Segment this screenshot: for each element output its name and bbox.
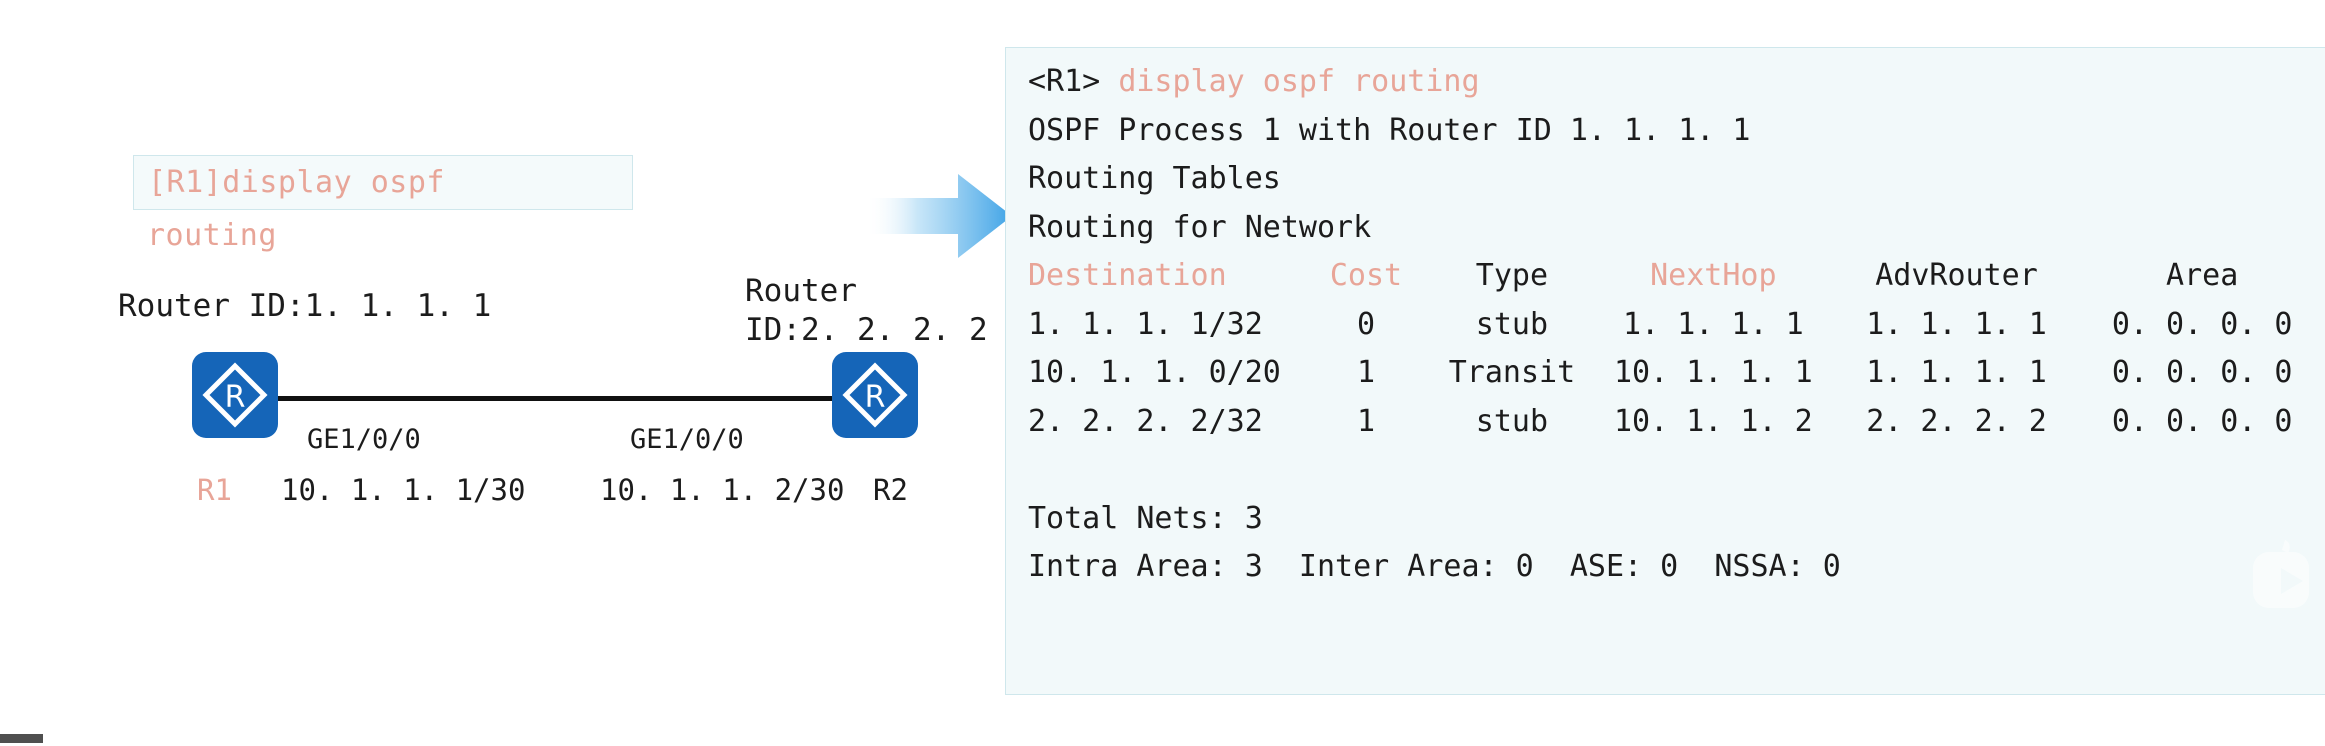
cell-cost: 1 (1356, 355, 1376, 390)
cell-type: stub (1475, 403, 1549, 439)
router-icon-r2: R (832, 352, 918, 438)
right-node-ip: 10. 1. 1. 2/30 (600, 473, 845, 507)
cell-advrouter: 1. 1. 1. 1 (1866, 355, 2047, 390)
cell-advrouter: 1. 1. 1. 1 (1866, 306, 2047, 342)
svg-text:R: R (225, 380, 246, 415)
svg-text:R: R (865, 380, 886, 415)
left-router-id-label: Router ID:1. 1. 1. 1 (118, 288, 492, 324)
right-router-id-line1: Router (745, 273, 857, 309)
table-row: 2. 2. 2. 2/32 1 stub 10. 1. 1. 2 2. 2. 2… (1028, 398, 2325, 447)
cell-advrouter: 2. 2. 2. 2 (1866, 403, 2047, 439)
header-cost: Cost (1329, 258, 1403, 293)
cell-destination: 10. 1. 1. 0/20 (1028, 355, 1281, 390)
cell-cost: 1 (1356, 403, 1376, 439)
right-arrow-icon (866, 168, 1014, 264)
header-type: Type (1475, 258, 1549, 293)
cell-destination: 2. 2. 2. 2/32 (1028, 403, 1263, 439)
terminal-output-panel: <R1> display ospf routing OSPF Process 1… (1005, 47, 2325, 695)
cell-area: 0. 0. 0. 0 (2111, 355, 2293, 390)
right-interface-label: GE1/0/0 (630, 424, 744, 455)
bottom-left-artifact-bar (0, 734, 43, 743)
routing-table-header: Destination Cost Type NextHop AdvRouter … (1028, 252, 2325, 301)
terminal-line-process: OSPF Process 1 with Router ID 1. 1. 1. 1 (1028, 112, 1751, 148)
terminal-line-routing-for-network: Routing for Network (1028, 209, 1372, 245)
command-callout-text: [R1]display ospf (148, 165, 445, 200)
right-router-id-label: Router ID:2. 2. 2. 2 (745, 272, 988, 350)
terminal-text-body: <R1> display ospf routing OSPF Process 1… (1028, 58, 2325, 694)
header-destination: Destination (1028, 258, 1227, 293)
header-area: Area (2166, 258, 2239, 293)
watermark-icon (2241, 536, 2315, 616)
command-callout-box: [R1]display ospf (133, 155, 633, 210)
cell-nexthop: 10. 1. 1. 2 (1614, 403, 1813, 439)
table-row: 10. 1. 1. 0/20 1 Transit 10. 1. 1. 1 1. … (1028, 349, 2325, 398)
table-row: 1. 1. 1. 1/32 0 stub 1. 1. 1. 1 1. 1. 1.… (1028, 301, 2325, 350)
terminal-blank-line (1028, 446, 2325, 495)
terminal-command-line: <R1> display ospf routing (1028, 58, 2325, 107)
terminal-total-nets: Total Nets: 3 (1028, 500, 1263, 536)
right-node-name: R2 (873, 473, 908, 507)
terminal-prompt: <R1> (1028, 64, 1101, 99)
right-router-id-line2: ID:2. 2. 2. 2 (745, 311, 988, 348)
cell-nexthop: 1. 1. 1. 1 (1623, 306, 1804, 342)
left-node-name: R1 (197, 473, 232, 507)
cell-nexthop: 10. 1. 1. 1 (1614, 355, 1813, 390)
left-node-ip: 10. 1. 1. 1/30 (281, 473, 526, 507)
header-advrouter: AdvRouter (1875, 258, 2038, 293)
cell-type: stub (1475, 306, 1549, 342)
terminal-line-routing-tables: Routing Tables (1028, 161, 1281, 196)
cell-area: 0. 0. 0. 0 (2111, 403, 2293, 439)
network-diagram: [R1]display ospf routing Router ID:1. 1.… (0, 0, 1005, 746)
ethernet-link-line (277, 396, 832, 401)
header-nexthop: NextHop (1650, 258, 1777, 293)
cell-area: 0. 0. 0. 0 (2111, 306, 2293, 342)
command-callout-continuation: routing (147, 218, 277, 253)
terminal-area-summary: Intra Area: 3 Inter Area: 0 ASE: 0 NSSA:… (1028, 549, 1841, 584)
left-interface-label: GE1/0/0 (307, 424, 421, 455)
terminal-command: display ospf routing (1118, 64, 1480, 99)
cell-cost: 0 (1356, 306, 1376, 342)
cell-type: Transit (1448, 355, 1576, 390)
router-icon-r1: R (192, 352, 278, 438)
cell-destination: 1. 1. 1. 1/32 (1028, 306, 1263, 342)
